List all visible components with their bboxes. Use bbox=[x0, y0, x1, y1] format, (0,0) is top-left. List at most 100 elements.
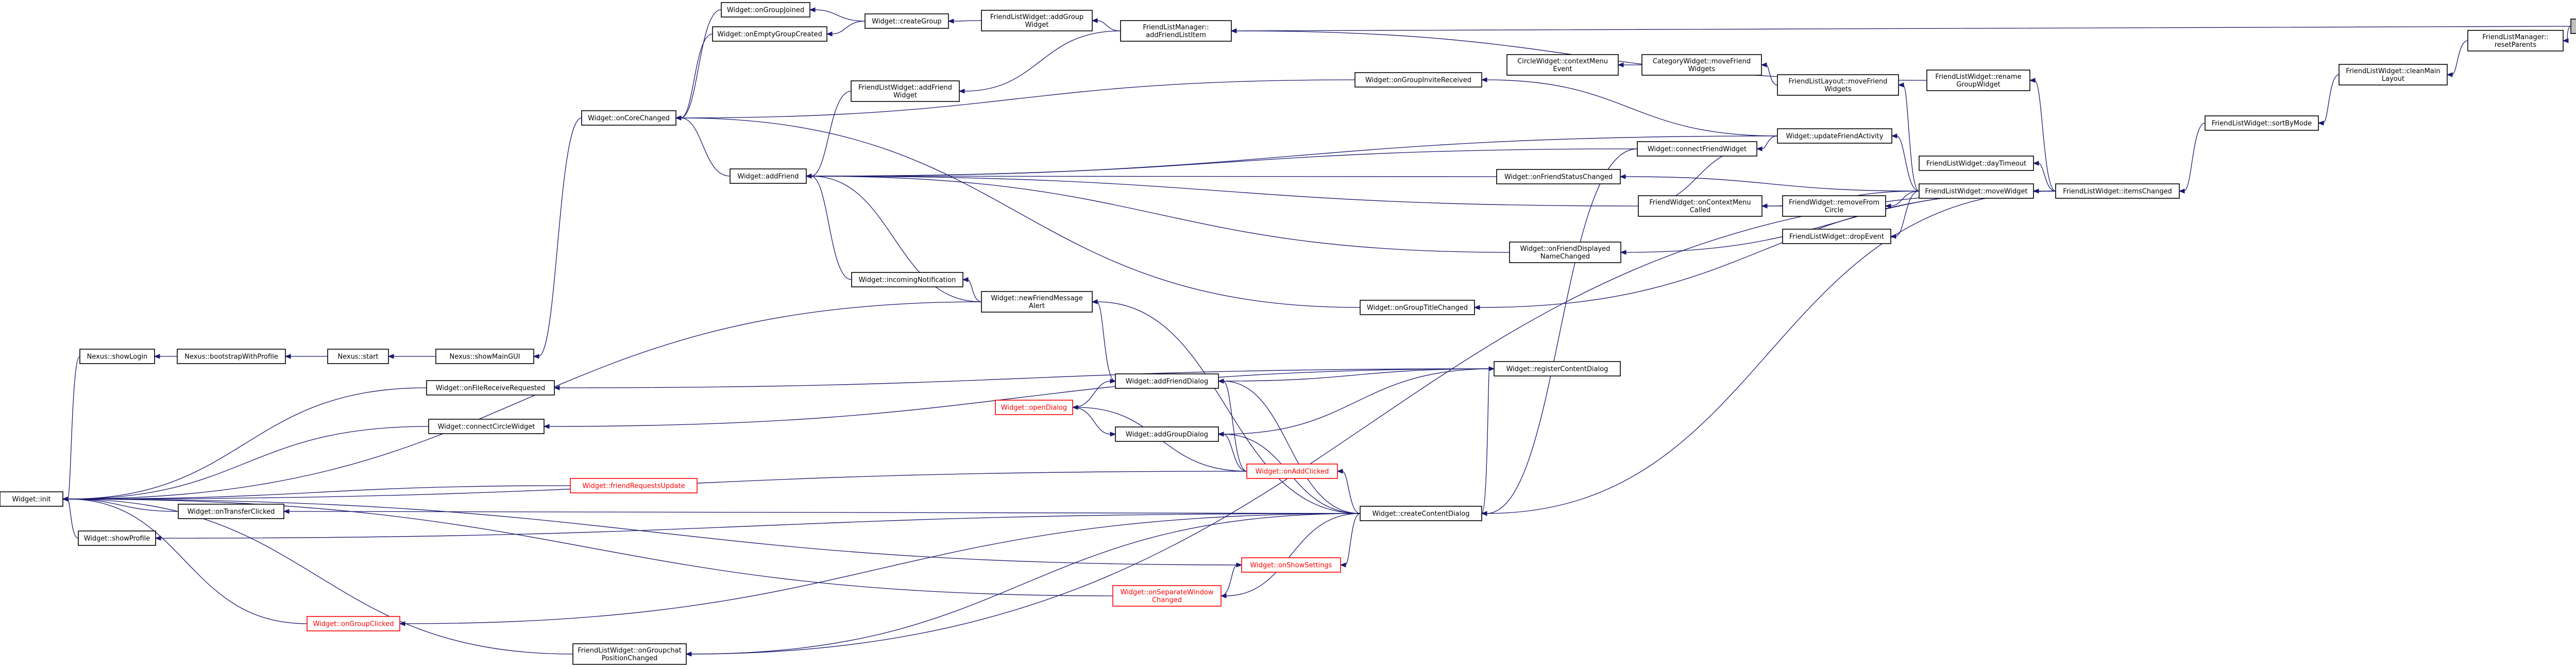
node-onTransfer[interactable]: Widget::onTransferClicked bbox=[178, 504, 284, 519]
node-flwGroupPos[interactable]: FriendListWidget::onGroupchatPositionCha… bbox=[572, 643, 687, 665]
node-label: Widget::friendRequestsUpdate bbox=[582, 483, 685, 490]
node-onCoreChanged[interactable]: Widget::onCoreChanged bbox=[581, 110, 676, 126]
node-label: FriendListManager:: bbox=[2482, 33, 2548, 41]
node-label: Widget::onSeparateWindow bbox=[1121, 589, 1214, 596]
node-updateActivity[interactable]: Widget::updateFriendActivity bbox=[1777, 128, 1892, 144]
node-box bbox=[721, 2, 810, 18]
node-box bbox=[1782, 229, 1891, 244]
node-label: Widget::onTransferClicked bbox=[188, 508, 275, 516]
node-box bbox=[2467, 30, 2564, 52]
node-onGroupClicked[interactable]: Widget::onGroupClicked bbox=[307, 616, 400, 631]
node-onShowSettings[interactable]: Widget::onShowSettings bbox=[1241, 557, 1341, 573]
node-box bbox=[1496, 169, 1621, 184]
edge-flmResetParents-to-flwCleanMain bbox=[2446, 40, 2468, 77]
edge-target-to-flmAddListen bbox=[1230, 26, 2571, 33]
edge-addFriend-to-onCoreChanged bbox=[675, 115, 731, 177]
node-label: Alert bbox=[1029, 302, 1045, 310]
edge-showMainGUI-to-start bbox=[387, 354, 436, 359]
node-flwMoveWidget[interactable]: FriendListWidget::moveWidget bbox=[1919, 183, 2034, 199]
node-label: Widget::onGroupInviteReceived bbox=[1365, 77, 1471, 84]
node-onFriendStatus[interactable]: Widget::onFriendStatusChanged bbox=[1496, 169, 1621, 184]
node-flwDayTimeout[interactable]: FriendListWidget::dayTimeout bbox=[1919, 156, 2034, 171]
node-connectCircle[interactable]: Widget::connectCircleWidget bbox=[428, 419, 545, 434]
edge-createContent-to-addFriendDialog bbox=[1217, 379, 1361, 514]
edge-incomingNotif-to-addFriend bbox=[805, 174, 852, 280]
node-box bbox=[426, 380, 555, 396]
node-showLogin[interactable]: Nexus::showLogin bbox=[79, 349, 155, 364]
edge-flwAddFriendW-to-addFriend bbox=[805, 91, 852, 179]
edge-flwItemsChanged-to-flwRenameGroup bbox=[2029, 78, 2056, 192]
edge-flmAddListen-to-flwAddGroup bbox=[1091, 18, 1121, 31]
node-friendReqUpd[interactable]: Widget::friendRequestsUpdate bbox=[570, 478, 698, 493]
node-label: FriendListWidget::onGroupchat bbox=[578, 647, 681, 655]
node-createContent[interactable]: Widget::createContentDialog bbox=[1360, 506, 1482, 521]
edge-target-to-flmResetParents bbox=[2562, 26, 2571, 43]
node-createGroup[interactable]: Widget::createGroup bbox=[865, 13, 949, 29]
node-onFileReceive[interactable]: Widget::onFileReceiveRequested bbox=[426, 380, 555, 396]
node-flmResetParents[interactable]: FriendListManager::resetParents bbox=[2467, 30, 2564, 52]
edge-fllMoveFriend-to-catMoveFriend bbox=[1760, 62, 1778, 85]
node-label: Nexus::bootstrapWithProfile bbox=[184, 353, 278, 361]
edge-openDialog-to-addGroupDialog bbox=[1072, 407, 1116, 437]
node-label: FriendWidget::onContextMenu bbox=[1649, 199, 1751, 207]
edge-flmAddListen-to-flwAddFriendW bbox=[958, 30, 1121, 94]
node-openDialog[interactable]: Widget::openDialog bbox=[995, 400, 1073, 415]
node-onGroupTitle[interactable]: Widget::onGroupTitleChanged bbox=[1360, 300, 1475, 315]
node-label: FriendListWidget::moveWidget bbox=[1925, 188, 2027, 196]
node-addGroupDialog[interactable]: Widget::addGroupDialog bbox=[1115, 426, 1219, 442]
edge-flwMoveWidget-to-updateActivity bbox=[1891, 133, 1920, 192]
node-bootstrap[interactable]: Nexus::bootstrapWithProfile bbox=[177, 349, 286, 364]
node-showProfile[interactable]: Widget::showProfile bbox=[78, 530, 156, 546]
edge-flwMoveWidget-to-fwRemoveCircle bbox=[1885, 191, 1920, 209]
node-flmAddListen[interactable]: FriendListManager::addFriendListItem bbox=[1120, 20, 1232, 42]
edge-registerContent-to-connectCircle bbox=[543, 368, 1495, 429]
node-onGroupInvite[interactable]: Widget::onGroupInviteReceived bbox=[1354, 72, 1482, 88]
edge-onFileReceive-to-init bbox=[62, 387, 427, 502]
edge-onGroupJoined-to-onCoreChanged bbox=[675, 9, 722, 121]
node-onGroupJoined[interactable]: Widget::onGroupJoined bbox=[721, 2, 810, 18]
node-box bbox=[178, 504, 284, 519]
node-label: addFriendListItem bbox=[1146, 31, 1206, 39]
node-label: resetParents bbox=[2495, 41, 2537, 49]
node-box bbox=[78, 530, 156, 546]
edge-updateActivity-to-onGroupInvite bbox=[1481, 77, 1778, 136]
node-addFriend[interactable]: Widget::addFriend bbox=[730, 168, 807, 184]
node-flwItemsChanged[interactable]: FriendListWidget::itemsChanged bbox=[2055, 183, 2180, 199]
node-onEmptyGroup[interactable]: Widget::onEmptyGroupCreated bbox=[712, 26, 827, 42]
edge-onFriendStatus-to-addFriend bbox=[805, 174, 1497, 179]
node-flwSortByMode[interactable]: FriendListWidget::sortByMode bbox=[2205, 115, 2319, 131]
node-label: CategoryWidget::moveFriend bbox=[1653, 58, 1751, 65]
node-label: Widget::connectCircleWidget bbox=[438, 423, 535, 431]
node-label: Widget::createGroup bbox=[872, 18, 941, 26]
node-connectFriendW[interactable]: Widget::connectFriendWidget bbox=[1637, 141, 1757, 157]
node-onAddClicked[interactable]: Widget::onAddClicked bbox=[1246, 464, 1338, 479]
edge-flwItemsChanged-to-flwGroupPos bbox=[685, 191, 2056, 657]
node-box bbox=[2338, 64, 2448, 85]
node-addFriendDialog[interactable]: Widget::addFriendDialog bbox=[1115, 373, 1219, 389]
node-start[interactable]: Nexus::start bbox=[327, 349, 389, 364]
edge-createContent-to-onAddClicked bbox=[1336, 469, 1361, 514]
node-box bbox=[0, 491, 63, 507]
node-incomingNotif[interactable]: Widget::incomingNotification bbox=[851, 272, 963, 287]
edge-flwCleanMain-to-flwSortByMode bbox=[2317, 74, 2340, 126]
node-box bbox=[79, 349, 155, 364]
node-label: Nexus::start bbox=[337, 353, 378, 361]
node-showMainGUI[interactable]: Nexus::showMainGUI bbox=[435, 349, 534, 364]
node-registerContent[interactable]: Widget::registerContentDialog bbox=[1494, 361, 1621, 376]
node-init[interactable]: Widget::init bbox=[0, 491, 63, 507]
node-flwDropEvent[interactable]: FriendListWidget::dropEvent bbox=[1782, 229, 1891, 244]
node-label: Layout bbox=[2382, 75, 2404, 83]
